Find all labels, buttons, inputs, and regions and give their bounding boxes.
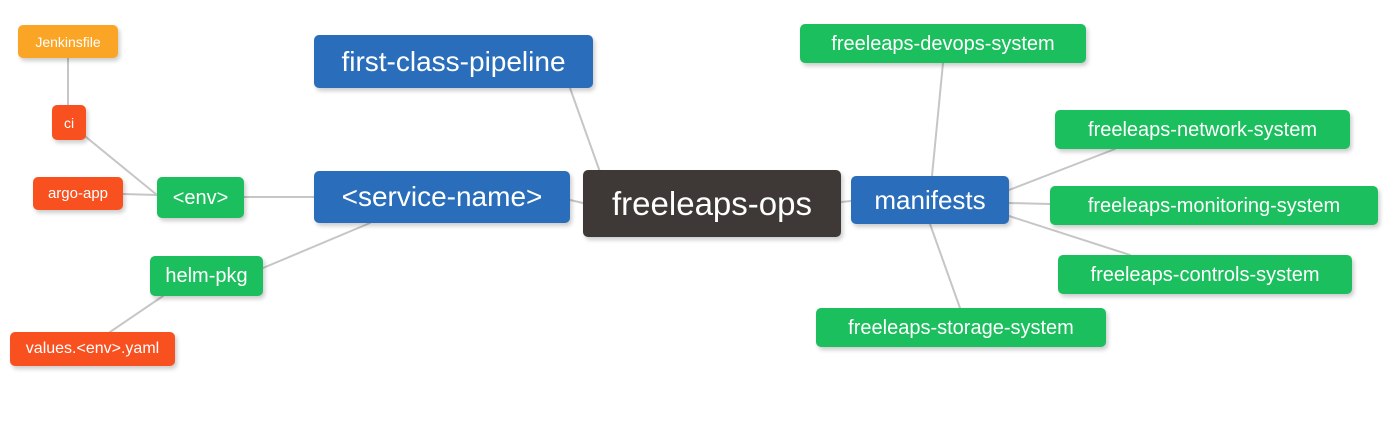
node-freeleaps-ops[interactable]: freeleaps-ops (583, 170, 841, 237)
node-service-name[interactable]: <service-name> (314, 171, 570, 223)
node-label-manifests: manifests (874, 185, 986, 215)
node-freeleaps-controls-system[interactable]: freeleaps-controls-system (1058, 255, 1352, 294)
node-label-argo-app: argo-app (47, 185, 109, 202)
node-label-service-name: <service-name> (341, 181, 543, 212)
node-label-env: <env> (172, 186, 229, 209)
node-freeleaps-devops-system[interactable]: freeleaps-devops-system (800, 24, 1086, 63)
node-label-jenkinsfile: Jenkinsfile (35, 33, 101, 50)
node-label-first-class-pipeline: first-class-pipeline (341, 45, 566, 77)
node-first-class-pipeline[interactable]: first-class-pipeline (314, 35, 593, 88)
node-ci[interactable]: ci (52, 105, 86, 140)
node-freeleaps-monitoring-system[interactable]: freeleaps-monitoring-system (1050, 186, 1378, 225)
node-label-values-yaml: values.<env>.yaml (25, 340, 160, 357)
node-manifests[interactable]: manifests (851, 176, 1009, 224)
node-label-freeleaps-monitoring-system: freeleaps-monitoring-system (1087, 194, 1341, 217)
node-freeleaps-network-system[interactable]: freeleaps-network-system (1055, 110, 1350, 149)
node-jenkinsfile[interactable]: Jenkinsfile (18, 25, 118, 58)
node-argo-app[interactable]: argo-app (33, 177, 123, 210)
node-env[interactable]: <env> (157, 177, 244, 218)
node-label-freeleaps-devops-system: freeleaps-devops-system (831, 32, 1055, 55)
node-label-freeleaps-controls-system: freeleaps-controls-system (1090, 263, 1320, 286)
node-label-helm-pkg: helm-pkg (165, 265, 248, 287)
node-label-freeleaps-ops: freeleaps-ops (612, 185, 812, 222)
node-label-ci: ci (63, 114, 75, 131)
node-label-freeleaps-network-system: freeleaps-network-system (1088, 118, 1317, 141)
node-label-freeleaps-storage-system: freeleaps-storage-system (848, 316, 1074, 339)
node-values-yaml[interactable]: values.<env>.yaml (10, 332, 175, 366)
node-helm-pkg[interactable]: helm-pkg (150, 256, 263, 296)
node-freeleaps-storage-system[interactable]: freeleaps-storage-system (816, 308, 1106, 347)
